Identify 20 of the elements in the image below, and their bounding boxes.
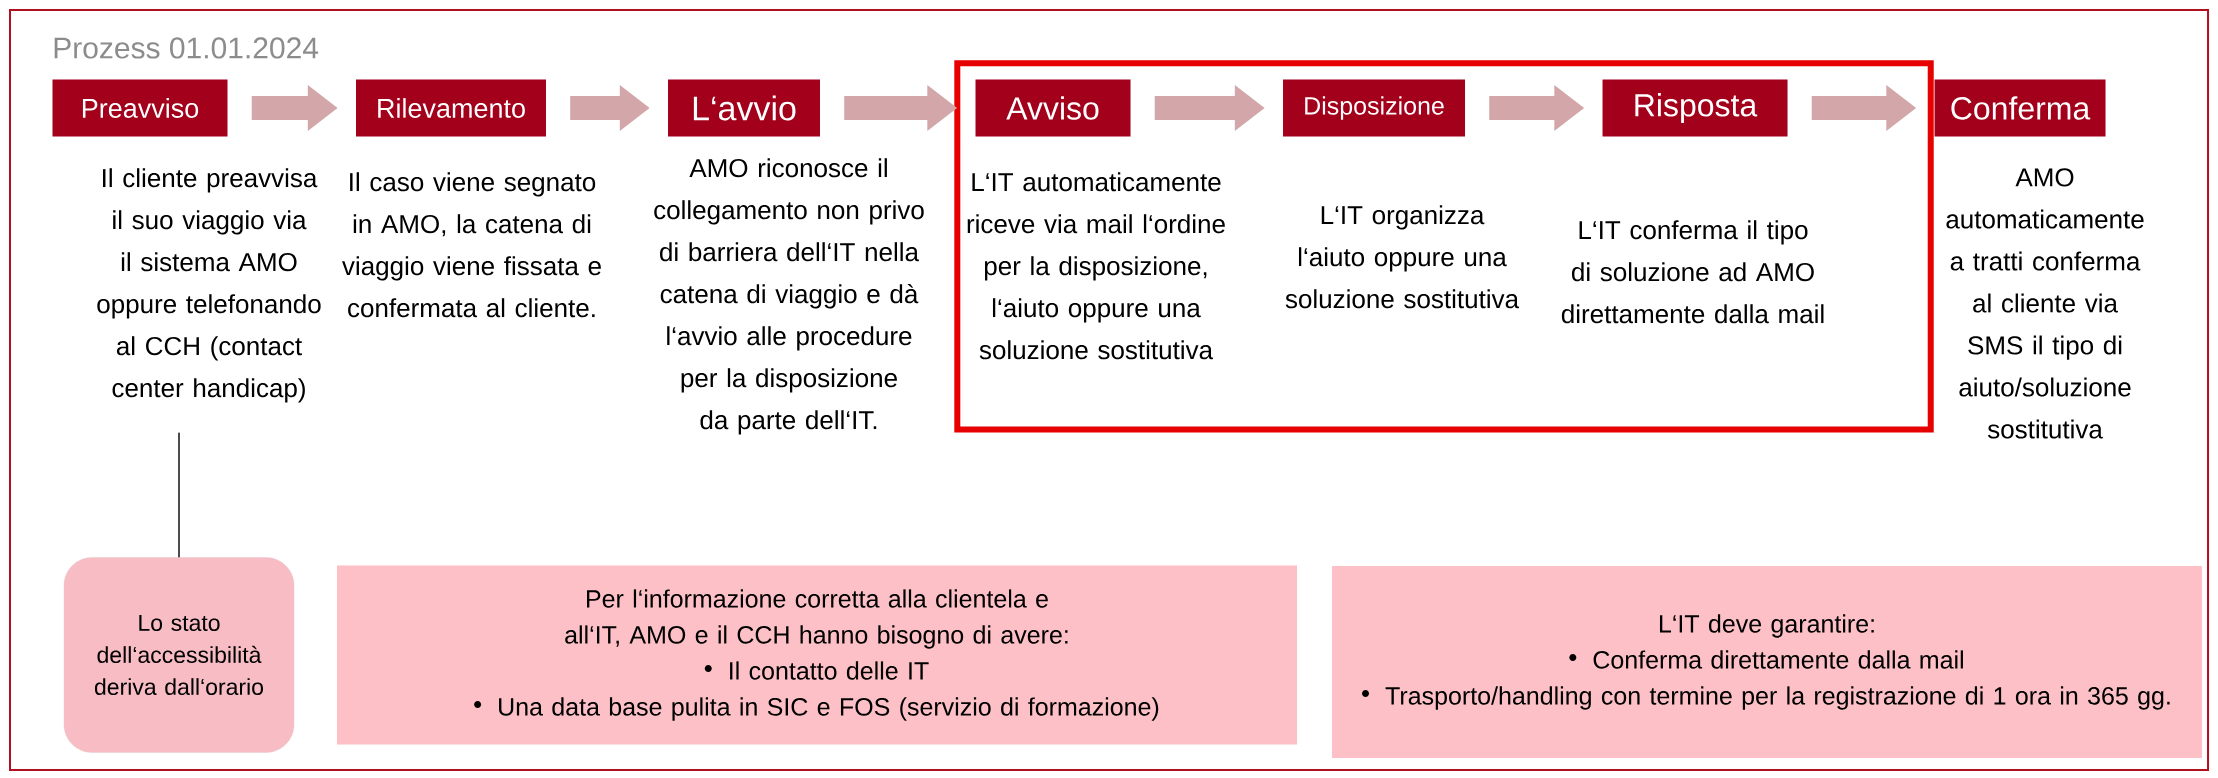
step-header: Rilevamento: [356, 79, 546, 137]
step-header: Disposizione: [1283, 79, 1465, 137]
step-header: Avviso: [975, 79, 1131, 137]
title: Prozess 01.01.2024: [54, 37, 319, 59]
rounded-box: Lo stato dell‘accessibilità deriva dall‘orario: [63, 557, 295, 753]
step-description: Il cliente preavvisa il suo viaggio via il sistema AMO oppure telefonando al CCH (contact center handicap): [97, 168, 321, 403]
step-description: AMO automaticamente a tratti conferma al cliente via SMS il tipo di aiuto/soluzione sostitutiva: [1946, 168, 2144, 439]
connector-line: [178, 431, 180, 559]
step-description: AMO riconosce il collegamento non privo di barriera dell‘IT nella catena di viaggio e dà l‘avvio alle procedure per la disposizione da parte dell‘IT.: [654, 158, 924, 435]
step-header: Risposta: [1602, 79, 1788, 137]
step-description: L‘IT organizza l‘aiuto oppure una soluzione sostitutiva: [1285, 205, 1520, 309]
step-description: L‘IT conferma il tipo di soluzione ad AMO direttamente dalla mail: [1561, 220, 1824, 324]
step-header: Conferma: [1934, 79, 2106, 137]
info-panel: Per l‘informazione corretta alla clientela e all‘IT, AMO e il CCH hanno bisogno di avere: Il contatto delle IT Una data base pulita in SIC e FOS (servizio di formazione): [337, 565, 1298, 745]
step-description: L‘IT automaticamente riceve via mail l‘ordine per la disposizione, l‘aiuto oppure una soluzione sostitutiva: [967, 172, 1225, 360]
highlight-frame: [954, 60, 1934, 433]
step-header: Preavviso: [52, 79, 228, 137]
step-header: L‘avvio: [668, 79, 820, 137]
info-panel: L‘IT deve garantire: Conferma direttamente dalla mail Trasporto/handling con termine per la registrazione di 1 ora in 365 gg.: [1332, 566, 2203, 758]
step-description: Il caso viene segnato in AMO, la catena di viaggio viene fissata e confermata al cliente.: [342, 172, 601, 318]
